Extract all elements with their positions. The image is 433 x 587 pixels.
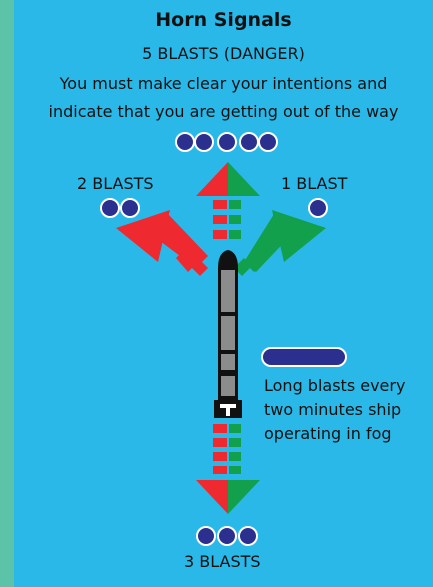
fog-line-2: two minutes ship [264, 398, 405, 422]
astern-blast-dots [197, 527, 257, 545]
fog-line-3: operating in fog [264, 422, 405, 446]
astern-arrow [196, 424, 260, 514]
long-blast-bar [262, 348, 346, 366]
astern-label: 3 BLASTS [184, 552, 261, 571]
ahead-arrow [196, 162, 260, 239]
fog-line-1: Long blasts every [264, 374, 405, 398]
danger-blast-dots [176, 133, 277, 151]
port-label: 2 BLASTS [77, 174, 154, 193]
ship-icon [214, 250, 242, 418]
starboard-arrow [234, 210, 326, 276]
fog-description: Long blasts every two minutes ship opera… [264, 374, 405, 446]
starboard-blast-dot [309, 199, 327, 217]
starboard-label: 1 BLAST [281, 174, 347, 193]
port-blast-dots [101, 199, 139, 217]
port-arrow [116, 210, 208, 276]
